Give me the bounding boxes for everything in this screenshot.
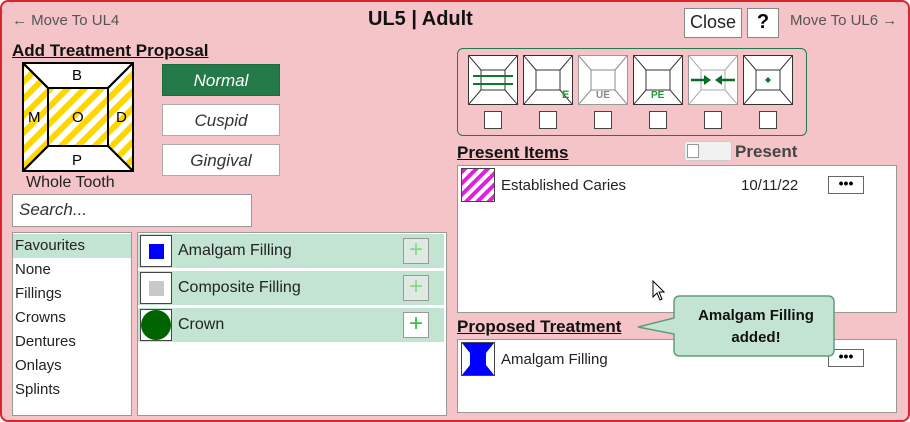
surface-pe-checkbox[interactable]: [649, 111, 667, 129]
category-dentures[interactable]: Dentures: [15, 333, 76, 350]
mode-normal-button[interactable]: Normal: [162, 64, 280, 96]
caries-icon: [461, 168, 495, 202]
surface-occlusal[interactable]: [47, 87, 109, 147]
present-item-date: 10/11/22: [741, 177, 799, 194]
move-to-next-button[interactable]: Move To UL6 →: [790, 12, 898, 29]
treatment-name: Amalgam Filling: [178, 242, 292, 259]
add-treatment-heading: Add Treatment Proposal: [12, 41, 209, 60]
category-list: Favourites None Fillings Crowns Dentures…: [12, 232, 132, 416]
amalgam-swatch-icon: [140, 235, 172, 267]
treatment-row-amalgam[interactable]: Amalgam Filling +: [138, 234, 444, 268]
surface-ue-label: UE: [596, 90, 610, 101]
whole-tooth-button[interactable]: Whole Tooth: [26, 174, 115, 191]
present-items-list: Established Caries 10/11/22 •••: [457, 165, 897, 313]
surface-bridge-icon[interactable]: [468, 55, 518, 105]
surface-bridge-checkbox[interactable]: [484, 111, 502, 129]
surface-diamond-checkbox[interactable]: [759, 111, 777, 129]
treatment-row-crown[interactable]: Crown +: [138, 308, 444, 342]
surface-closing-arrows-checkbox[interactable]: [704, 111, 722, 129]
category-onlays[interactable]: Onlays: [15, 357, 62, 374]
toast-message: Amalgam Filling added!: [698, 307, 814, 346]
treatment-row-composite[interactable]: Composite Filling +: [138, 271, 444, 305]
surface-label-b: B: [72, 67, 83, 84]
present-items-heading: Present Items: [457, 143, 569, 162]
proposed-treatment-heading: Proposed Treatment: [457, 317, 622, 336]
surface-label-d: D: [116, 109, 127, 126]
present-item-name: Established Caries: [501, 177, 627, 194]
treatment-name: Composite Filling: [178, 279, 301, 296]
surface-e-icon[interactable]: E: [523, 55, 573, 105]
proposed-item-name: Amalgam Filling: [501, 351, 608, 368]
surface-pe-label: PE: [651, 90, 665, 101]
mode-gingival-button[interactable]: Gingival: [162, 144, 280, 176]
surface-label-p: P: [72, 152, 83, 169]
amalgam-filling-icon: [461, 342, 495, 376]
search-input[interactable]: Search...: [12, 194, 252, 227]
close-button[interactable]: Close: [684, 8, 742, 38]
add-amalgam-button[interactable]: +: [403, 238, 429, 264]
present-toggle[interactable]: [684, 141, 732, 161]
mode-cuspid-button[interactable]: Cuspid: [162, 104, 280, 136]
surface-closing-arrows-icon[interactable]: [688, 55, 738, 105]
treatment-name: Crown: [178, 316, 225, 333]
surface-label-o: O: [72, 109, 84, 126]
surface-ue-checkbox[interactable]: [594, 111, 612, 129]
add-composite-button[interactable]: +: [403, 275, 429, 301]
category-fillings[interactable]: Fillings: [15, 285, 62, 302]
tooth-surface-diagram: B M O D P: [20, 62, 136, 172]
add-crown-button[interactable]: +: [403, 312, 429, 338]
composite-swatch-icon: [140, 272, 172, 304]
crown-swatch-icon: [140, 309, 172, 341]
mouse-cursor-icon: [652, 279, 666, 307]
category-favourites[interactable]: Favourites: [13, 234, 131, 258]
surface-ue-icon[interactable]: UE: [578, 55, 628, 105]
present-item-menu-button[interactable]: •••: [828, 176, 864, 194]
surface-e-label: E: [562, 89, 570, 101]
surface-selector-panel: E UE PE: [457, 48, 807, 136]
help-button[interactable]: ?: [747, 8, 779, 38]
surface-pe-icon[interactable]: PE: [633, 55, 683, 105]
category-splints[interactable]: Splints: [15, 381, 61, 398]
treatment-list: Amalgam Filling + Composite Filling + Cr…: [137, 232, 447, 416]
proposed-item-menu-button[interactable]: •••: [828, 349, 864, 367]
surface-diamond-icon[interactable]: [743, 55, 793, 105]
surface-e-checkbox[interactable]: [539, 111, 557, 129]
proposed-item-row[interactable]: Amalgam Filling •••: [458, 340, 896, 378]
present-item-row[interactable]: Established Caries 10/11/22 •••: [458, 166, 896, 204]
move-to-prev-button[interactable]: ← Move To UL4: [12, 12, 120, 29]
window-title: UL5 | Adult: [368, 8, 473, 30]
toast-notification: Amalgam Filling added!: [636, 294, 836, 358]
surface-label-m: M: [28, 109, 41, 126]
category-crowns[interactable]: Crowns: [15, 309, 66, 326]
present-toggle-label: Present: [735, 142, 798, 161]
category-none[interactable]: None: [15, 261, 51, 278]
